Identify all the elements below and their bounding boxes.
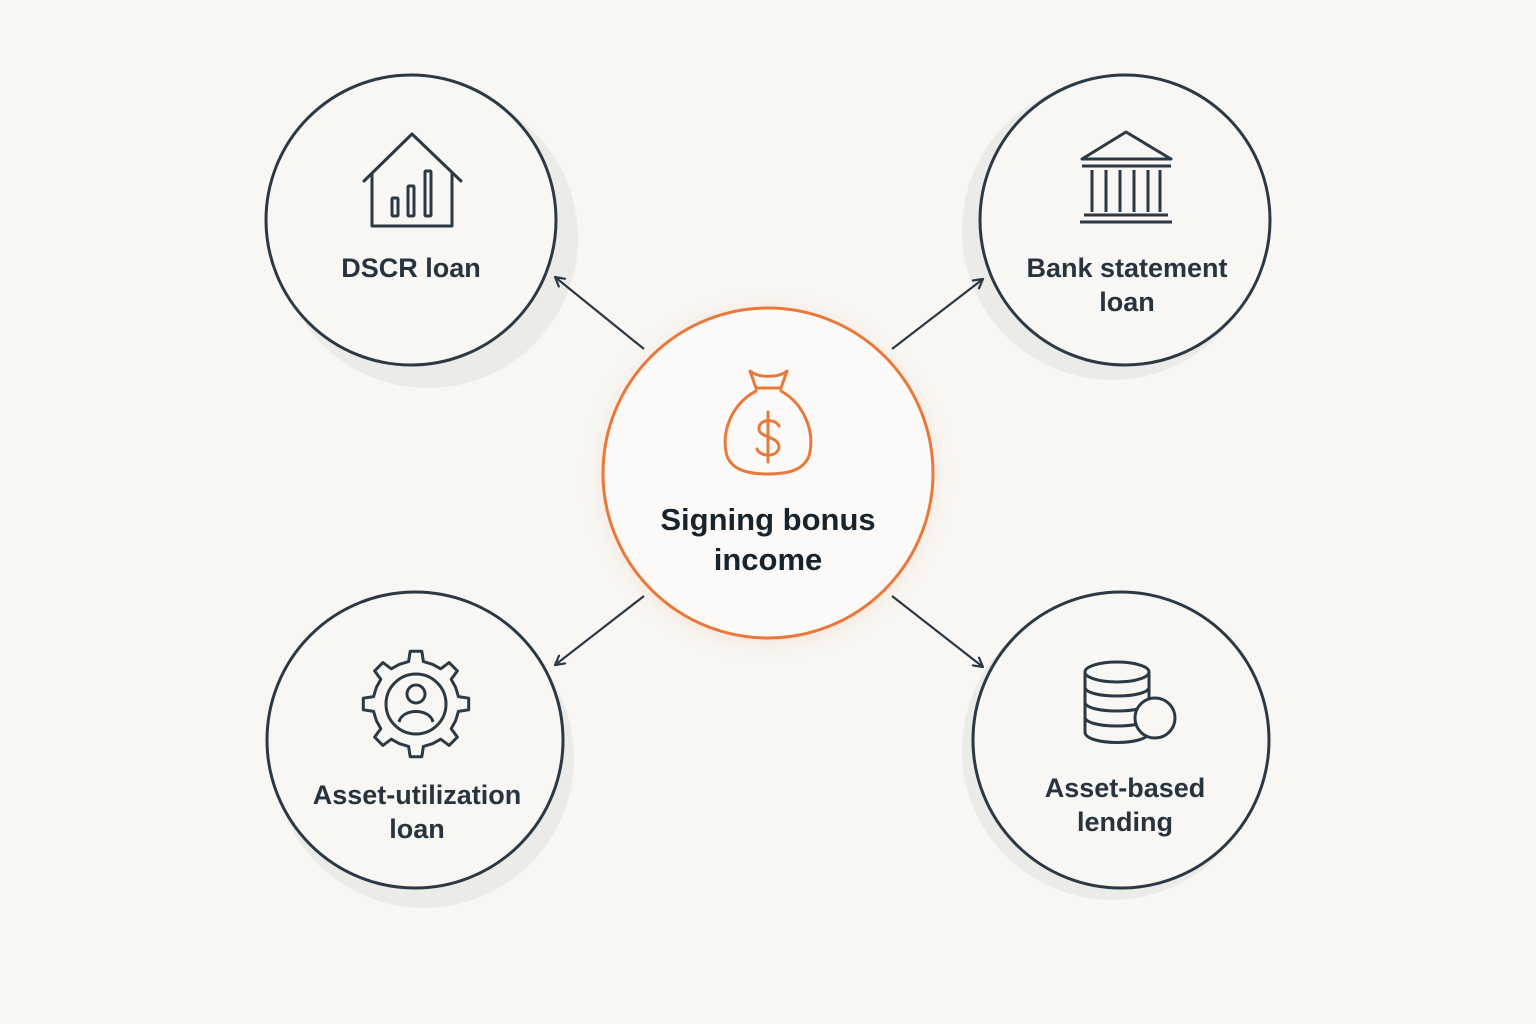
- bank-building-icon: [1080, 130, 1173, 224]
- node-circle-bank: [978, 73, 1272, 367]
- database-coin-icon: [1083, 660, 1177, 744]
- house-chart-icon: [362, 132, 463, 228]
- node-label-asset-utilization: Asset-utilization loan: [312, 780, 522, 844]
- arrow-to-bank: [891, 279, 983, 350]
- arrow-to-asset-utilization: [555, 595, 645, 665]
- gear-person-icon: [361, 649, 471, 759]
- arrow-to-asset-based: [891, 595, 983, 667]
- money-bag-icon: [723, 369, 813, 476]
- node-label-dscr: DSCR loan: [341, 253, 481, 283]
- arrow-to-dscr: [555, 277, 645, 350]
- node-label-bank: Bank statement loan: [1026, 253, 1228, 317]
- node-circle-asset-utilization: [265, 590, 565, 890]
- node-label-asset-based: Asset-based lending: [1044, 773, 1206, 837]
- connector-arrows: [555, 277, 983, 667]
- node-circle-dscr: [264, 73, 558, 367]
- node-circle-asset-based: [971, 590, 1271, 890]
- center-label: Signing bonus income: [660, 502, 876, 577]
